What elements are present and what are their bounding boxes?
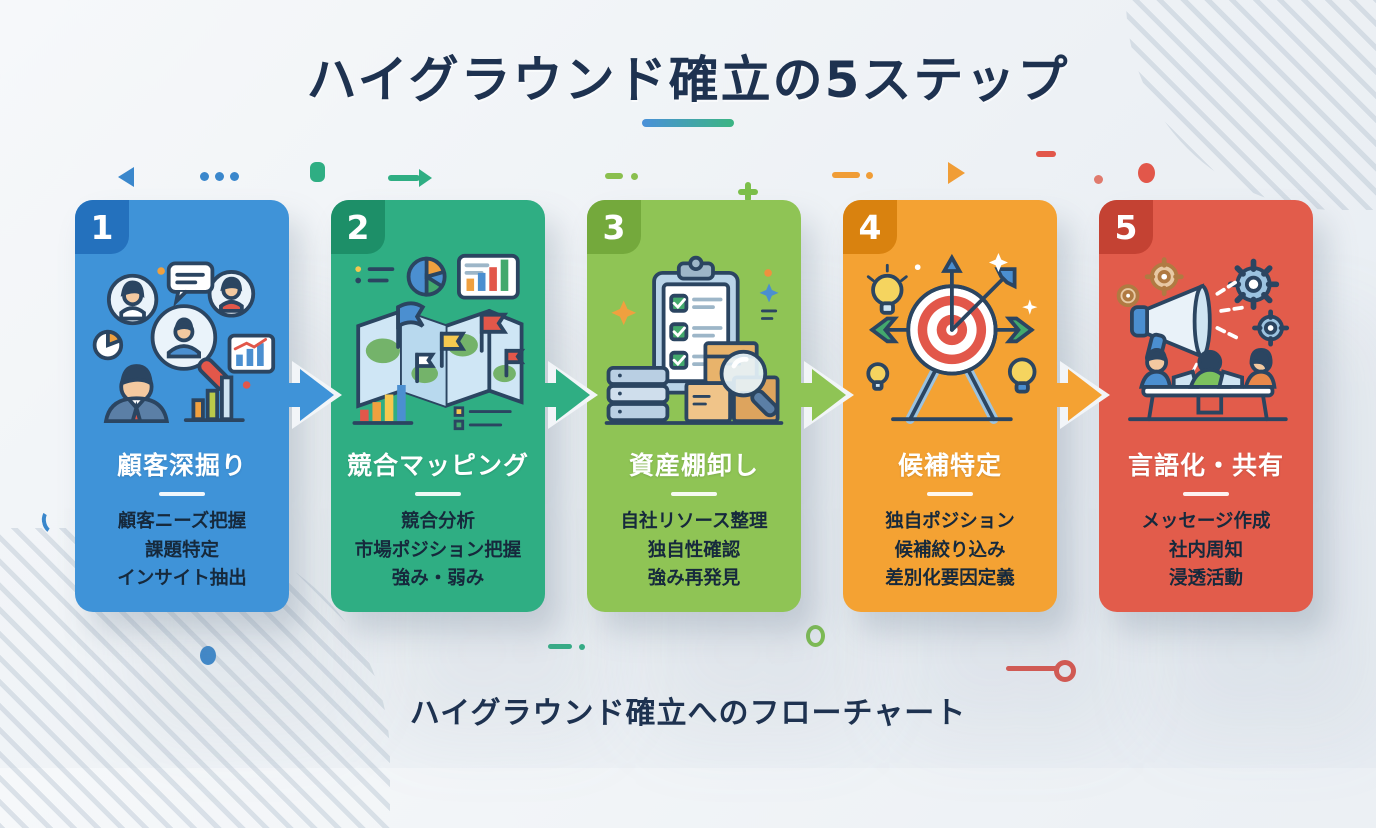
- step-item: 独自性確認: [647, 539, 741, 561]
- step-items: 独自ポジション 候補絞り込み 差別化要因定義: [843, 508, 1057, 594]
- title-divider: [671, 492, 717, 496]
- step-title: 顧客深掘り: [116, 451, 247, 480]
- title-divider: [415, 492, 461, 496]
- dot-icon: [866, 172, 873, 179]
- step-number: 3: [602, 207, 626, 247]
- competitor-map-illustration: [352, 253, 526, 431]
- step-item: 市場ポジション把握: [354, 539, 522, 561]
- flow-arrow-1-icon: [272, 361, 342, 429]
- step-item: 顧客ニーズ把握: [117, 511, 247, 532]
- dot-icon: [1094, 175, 1103, 184]
- dot-icon: [631, 173, 638, 180]
- step-title: 候補特定: [897, 451, 1002, 480]
- step-items: 自社リソース整理 独自性確認 強み再発見: [587, 508, 801, 594]
- step-item: 課題特定: [144, 539, 219, 561]
- flow-arrow-2-icon: [528, 361, 598, 429]
- title-divider: [159, 492, 205, 496]
- step-number-badge: 3: [587, 200, 641, 254]
- step-item: 強み・弱み: [391, 568, 485, 590]
- step-number-badge: 1: [75, 200, 129, 254]
- three-dots-icon: [200, 172, 239, 181]
- title-divider: [927, 492, 973, 496]
- footer-caption: ハイグラウンド確立へのフローチャート: [409, 696, 967, 731]
- step-title: 競合マッピング: [346, 451, 529, 480]
- title-underline: [642, 119, 734, 127]
- step-card-2: 2: [331, 200, 545, 612]
- step-item: インサイト抽出: [117, 568, 247, 590]
- step-number-badge: 5: [1099, 200, 1153, 254]
- step-card-5: 5: [1099, 200, 1313, 612]
- dash-icon: [832, 172, 860, 178]
- dash-icon: [605, 173, 623, 179]
- step-title: 言語化・共有: [1127, 451, 1284, 480]
- title-divider: [1183, 492, 1229, 496]
- flow-arrow-4-icon: [1040, 361, 1110, 429]
- step-card-3: 3: [587, 200, 801, 612]
- step-number: 4: [858, 207, 882, 247]
- step-item: 社内周知: [1168, 539, 1243, 561]
- step-number: 2: [346, 207, 370, 247]
- triangle-left-icon: [118, 167, 134, 187]
- step-title: 資産棚卸し: [628, 451, 759, 480]
- dash-icon: [1036, 151, 1056, 157]
- plus-icon: [738, 182, 758, 202]
- target-selection-illustration: [866, 252, 1038, 424]
- step-item: メッセージ作成: [1141, 511, 1271, 532]
- step-number: 1: [90, 207, 114, 247]
- ring-icon: [806, 625, 825, 647]
- step-card-1: 1: [75, 200, 289, 612]
- step-item: 競合分析: [400, 511, 475, 532]
- step-items: 競合分析 市場ポジション把握 強み・弱み: [331, 508, 545, 594]
- step-item: 独自ポジション: [885, 511, 1015, 532]
- arrow-right-icon: [388, 168, 432, 188]
- dot-icon: [579, 644, 585, 650]
- dot-icon: [200, 646, 216, 665]
- rounded-square-icon: [310, 162, 325, 182]
- line-pin-icon: [1006, 660, 1076, 682]
- dash-icon: [548, 644, 572, 649]
- step-item: 差別化要因定義: [885, 568, 1015, 590]
- step-card-4: 4: [843, 200, 1057, 612]
- step-items: メッセージ作成 社内周知 浸透活動: [1099, 508, 1313, 594]
- step-items: 顧客ニーズ把握 課題特定 インサイト抽出: [75, 508, 289, 594]
- step-number: 5: [1114, 207, 1138, 247]
- step-number-badge: 2: [331, 200, 385, 254]
- step-item: 浸透活動: [1168, 568, 1243, 590]
- step-item: 候補絞り込み: [894, 539, 1006, 561]
- step-item: 強み再発見: [647, 568, 741, 590]
- dot-icon: [1138, 163, 1155, 183]
- customer-research-illustration: [92, 261, 276, 423]
- triangle-right-icon: [948, 162, 965, 184]
- step-item: 自社リソース整理: [620, 511, 768, 532]
- megaphone-share-illustration: [1116, 257, 1290, 422]
- asset-inventory-illustration: [604, 255, 784, 425]
- page-title: ハイグラウンド確立の5ステップ: [306, 51, 1070, 109]
- flow-arrow-3-icon: [784, 361, 854, 429]
- step-number-badge: 4: [843, 200, 897, 254]
